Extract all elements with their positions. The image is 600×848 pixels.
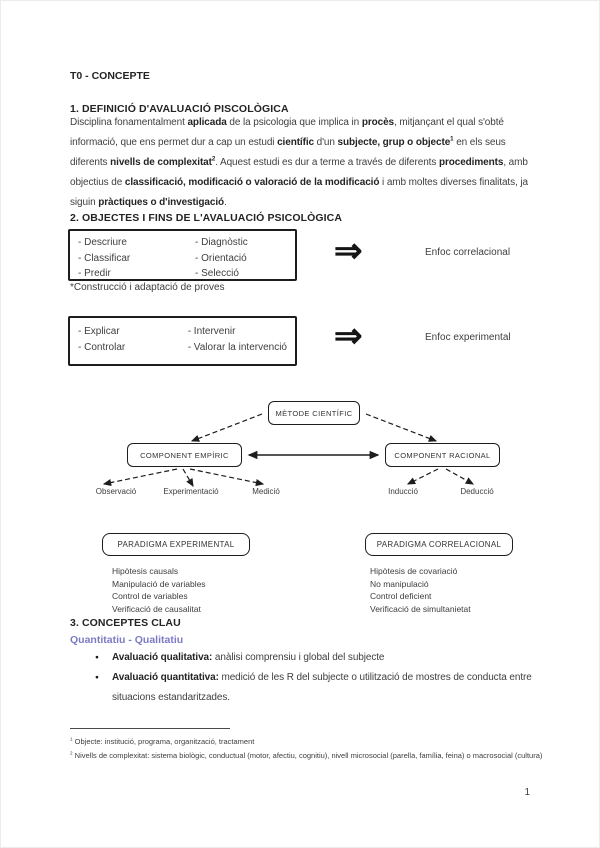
- list-item: - Orientació: [195, 252, 247, 264]
- leaf-induccio: Inducció: [388, 487, 418, 496]
- arrow-root-to-rational: [365, 413, 438, 442]
- list-item: Control de variables: [112, 591, 188, 601]
- list-item: Hipòtesis causals: [112, 566, 179, 576]
- leaf-observacio: Observació: [95, 487, 137, 496]
- list-item: - Selecció: [195, 268, 239, 279]
- section2-heading: 2. OBJECTES I FINS DE L'AVALUACIÓ PSICOL…: [70, 212, 343, 224]
- objectives-box1-col2: - Diagnòstic - Orientació - Selecció: [195, 235, 248, 279]
- doc-title: T0 - CONCEPTE: [70, 70, 150, 82]
- empirical-component-box: COMPONENT EMPÍRIC: [127, 443, 242, 467]
- leaf-deduccio: Deducció: [460, 487, 494, 496]
- arrow-to-experimentacio: [182, 468, 194, 488]
- footnote-separator: [70, 728, 230, 729]
- footnote-2: 2 Nivells de complexitat: sistema biològ…: [70, 749, 545, 763]
- bullet-quantitative: Avaluació quantitativa: medició de les R…: [112, 672, 532, 703]
- list-item: - Valorar la intervenció: [187, 341, 287, 353]
- concepts-subheading: Quantitatiu - Qualitatiu: [70, 634, 184, 646]
- list-item: - Classificar: [78, 252, 131, 264]
- footnote-1: 1 Objecte: institució, programa, organit…: [70, 735, 545, 749]
- objectives-box-experimental: - Explicar - Controlar - Intervenir - Valo…: [68, 316, 297, 366]
- list-item: No manipulació: [370, 578, 429, 589]
- footnote-text: Nivells de complexitat: sistema biològic…: [72, 751, 543, 760]
- arrow-root-to-empirical: [190, 413, 263, 442]
- arrow-to-medicio: [189, 468, 265, 487]
- correlational-approach-label: Enfoc correlacional: [425, 247, 511, 258]
- arrow-to-deduccio: [445, 468, 475, 485]
- footnote-number: 2: [70, 750, 73, 756]
- footnote-number: 1: [70, 736, 73, 742]
- list-item: ● Avaluació qualitativa: anàlisi compren…: [95, 648, 535, 668]
- objectives-box-correlational: - Descriure - Classificar - Predir - Diagn…: [68, 229, 297, 281]
- list-item: Control deficient: [370, 591, 432, 601]
- list-item: - Explicar: [78, 326, 120, 337]
- list-item: - Controlar: [78, 341, 126, 353]
- list-item: - Descriure: [78, 237, 127, 248]
- list-item: Verificació de simultanietat: [370, 603, 471, 614]
- list-item: - Predir: [78, 268, 111, 279]
- rational-component-box: COMPONENT RACIONAL: [385, 443, 500, 467]
- section1-heading: 1. DEFINICIÓ D'AVALUACIÓ PISCOLÒGICA: [70, 103, 289, 115]
- double-arrow-icon: ⇒: [334, 232, 363, 270]
- page-number: 1: [524, 787, 530, 798]
- concepts-bullet-list: ● Avaluació qualitativa: anàlisi compren…: [95, 648, 535, 708]
- arrow-to-induccio: [406, 468, 439, 485]
- leaf-medicio: Medició: [252, 487, 280, 496]
- footnote-text: Objecte: institució, programa, organitza…: [72, 737, 255, 746]
- arrow-to-observacio: [102, 468, 178, 487]
- leaf-experimentacio: Experimentació: [163, 487, 219, 496]
- construction-note: *Construcció i adaptació de proves: [70, 282, 225, 293]
- objectives-box2-col1: - Explicar - Controlar: [78, 324, 188, 358]
- double-arrow-icon: ⇒: [334, 317, 363, 355]
- list-item: ● Avaluació quantitativa: medició de les…: [95, 668, 535, 708]
- list-item: - Intervenir: [187, 326, 236, 337]
- section3-heading: 3. CONCEPTES CLAU: [70, 617, 181, 629]
- method-box: MÈTODE CIENTÍFIC: [268, 401, 360, 425]
- list-item: Hipòtesis de covariació: [370, 566, 458, 576]
- definition-paragraph: Disciplina fonamentalment aplicada de la…: [70, 117, 528, 208]
- bullet-icon: ●: [95, 654, 99, 661]
- list-item: Verificació de causalitat: [112, 603, 201, 614]
- list-item: - Diagnòstic: [195, 237, 248, 248]
- bullet-qualitative: Avaluació qualitativa: anàlisi comprensi…: [112, 652, 385, 663]
- diagram-arrows: [102, 413, 475, 488]
- bullet-icon: ●: [95, 674, 99, 681]
- experimental-approach-label: Enfoc experimental: [425, 332, 511, 343]
- list-item: Manipulació de variables: [112, 578, 206, 589]
- experimental-paradigm-box: PARADIGMA EXPERIMENTAL: [102, 533, 250, 556]
- correlational-paradigm-box: PARADIGMA CORRELACIONAL: [365, 533, 513, 556]
- objectives-box1-col1: - Descriure - Classificar - Predir: [78, 235, 195, 279]
- objectives-box2-col2: - Intervenir - Valorar la intervenció: [188, 324, 287, 358]
